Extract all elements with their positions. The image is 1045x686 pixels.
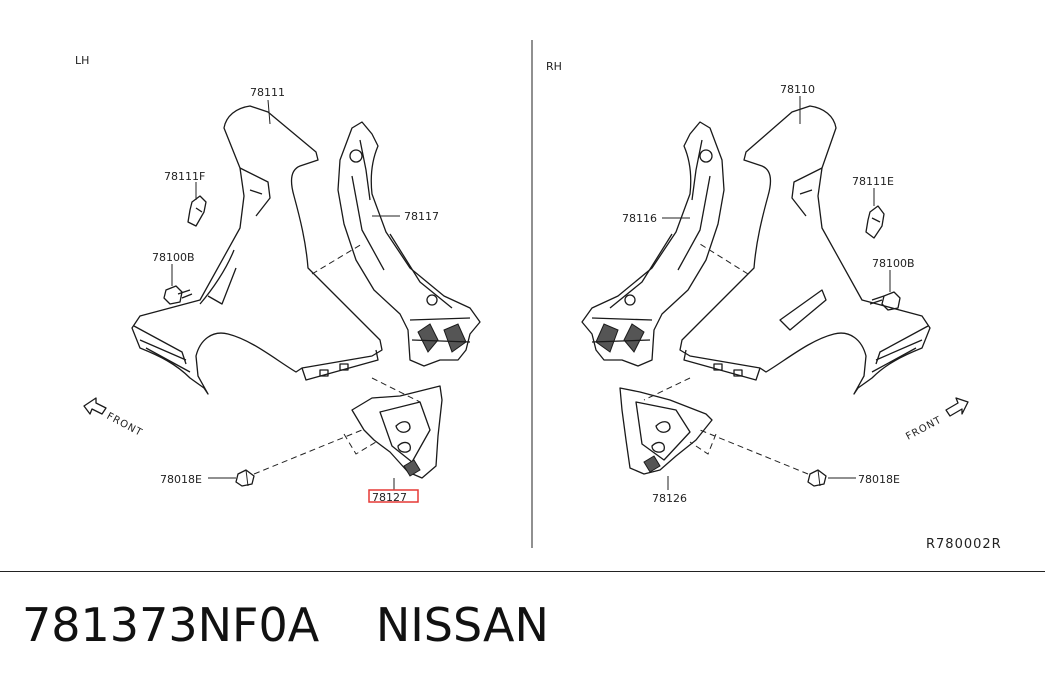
lh-rear-fender-panel [131,105,383,395]
rh-dash-bolt [689,429,809,475]
rh-label-78116[interactable]: 78116 [622,212,657,225]
lh-front-arrow-icon [83,397,107,415]
rh-label-78018e[interactable]: 78018E [858,473,900,486]
rh-extension-78126 [619,387,713,475]
rh-label-78126[interactable]: 78126 [652,492,687,505]
lh-dash-extension [371,377,421,403]
rh-label-78111e[interactable]: 78111E [852,175,894,188]
rh-rear-fender-panel [679,105,931,395]
highlight-box-78127 [368,489,419,503]
footer-caption: 781373NF0A NISSAN [22,598,549,652]
rh-bolt-78018e [807,469,827,487]
lh-pillar-inner [337,121,481,367]
rh-dash-pillar [699,243,749,275]
rh-bracket-78111e [865,205,885,239]
lh-bracket-78111f [187,195,207,227]
drawing-code: R780002R [926,537,1002,552]
lh-leader-78111 [267,99,271,125]
lh-label-78100b[interactable]: 78100B [152,251,195,264]
lh-clip-78100b [163,285,193,305]
rh-clip-78100b [869,291,901,311]
lh-label-78127[interactable]: 78127 [372,491,407,504]
footer-part-number: 781373NF0A [22,598,320,652]
lh-label-78111[interactable]: 78111 [250,86,285,99]
footer-brand: NISSAN [375,598,549,652]
rh-label-78100b[interactable]: 78100B [872,257,915,270]
rh-label-78110[interactable]: 78110 [780,83,815,96]
left-side-label: LH [75,54,89,67]
lh-front-label: FRONT [105,411,145,439]
lh-dash-bolt [253,429,377,475]
lh-extension-78127 [351,385,443,479]
lh-dash-pillar [311,243,363,275]
rh-front-label: FRONT [904,415,944,443]
parts-diagram: LH RH [75,40,1002,552]
footer-separator [0,571,1045,572]
rh-dash-extension [643,377,691,401]
rh-pillar-inner [581,121,725,367]
lh-label-78018e[interactable]: 78018E [160,473,202,486]
right-side-label: RH [546,60,562,73]
lh-label-78117[interactable]: 78117 [404,210,439,223]
lh-label-78111f[interactable]: 78111F [164,170,205,183]
rh-front-arrow-icon [945,397,969,417]
lh-bolt-78018e [235,469,255,487]
